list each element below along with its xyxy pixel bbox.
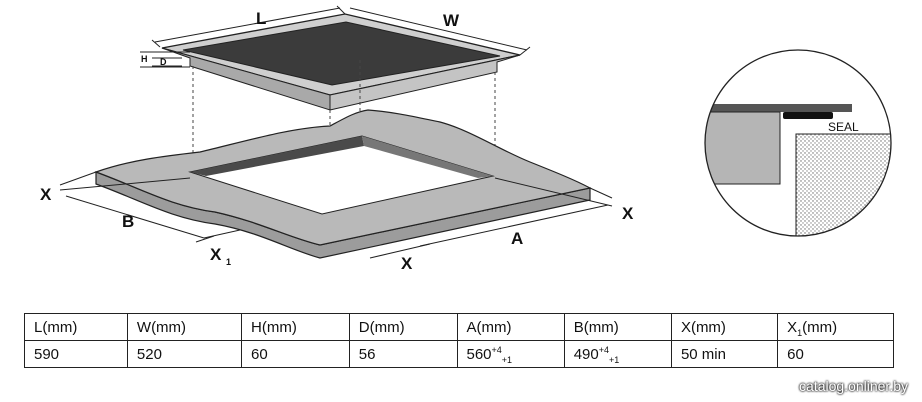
label-x-bottom: X xyxy=(401,254,413,273)
label-w: W xyxy=(443,11,460,30)
label-b: B xyxy=(122,212,134,231)
label-x-left: X xyxy=(40,185,52,204)
value-cell: 490+4+1 xyxy=(563,340,672,368)
hob-unit xyxy=(161,13,521,111)
value-cell: 60 xyxy=(241,340,350,368)
label-a: A xyxy=(511,229,523,248)
value-cell: 60 xyxy=(777,340,894,368)
header-cell: H(mm) xyxy=(241,313,350,341)
header-cell: L(mm) xyxy=(24,313,128,341)
label-l: L xyxy=(256,9,266,28)
header-cell: A(mm) xyxy=(456,313,565,341)
value-cell: 520 xyxy=(126,340,243,368)
watermark: catalog.onliner.by xyxy=(799,378,908,394)
table-header-row: L(mm) W(mm) H(mm) D(mm) A(mm) B(mm) X(mm… xyxy=(24,313,894,341)
label-h: H xyxy=(141,54,148,64)
label-x1: X xyxy=(210,245,222,264)
dimensions-table: L(mm) W(mm) H(mm) D(mm) A(mm) B(mm) X(mm… xyxy=(24,313,894,368)
header-cell: D(mm) xyxy=(348,313,458,341)
header-cell: W(mm) xyxy=(126,313,243,341)
label-x-right: X xyxy=(622,204,634,223)
seal-label: SEAL xyxy=(828,120,859,134)
header-cell: B(mm) xyxy=(563,313,672,341)
value-cell: 560+4+1 xyxy=(456,340,565,368)
value-cell: 590 xyxy=(24,340,128,368)
installation-diagram: L W H D X B X 1 X A X xyxy=(40,5,892,273)
label-x1-sub: 1 xyxy=(226,257,231,267)
seal-detail: SEAL xyxy=(704,49,892,237)
value-cell: 56 xyxy=(348,340,458,368)
header-cell: X(mm) xyxy=(670,313,779,341)
dimension-lines xyxy=(59,5,613,259)
label-d: D xyxy=(160,57,167,67)
countertop xyxy=(94,109,592,259)
table-value-row: 590 520 60 56 560+4+1 490+4+1 50 min 60 xyxy=(24,340,894,368)
value-cell: 50 min xyxy=(670,340,779,368)
header-cell: X1(mm) xyxy=(777,313,894,341)
dimension-labels: L W H D X B X 1 X A X xyxy=(40,9,634,273)
